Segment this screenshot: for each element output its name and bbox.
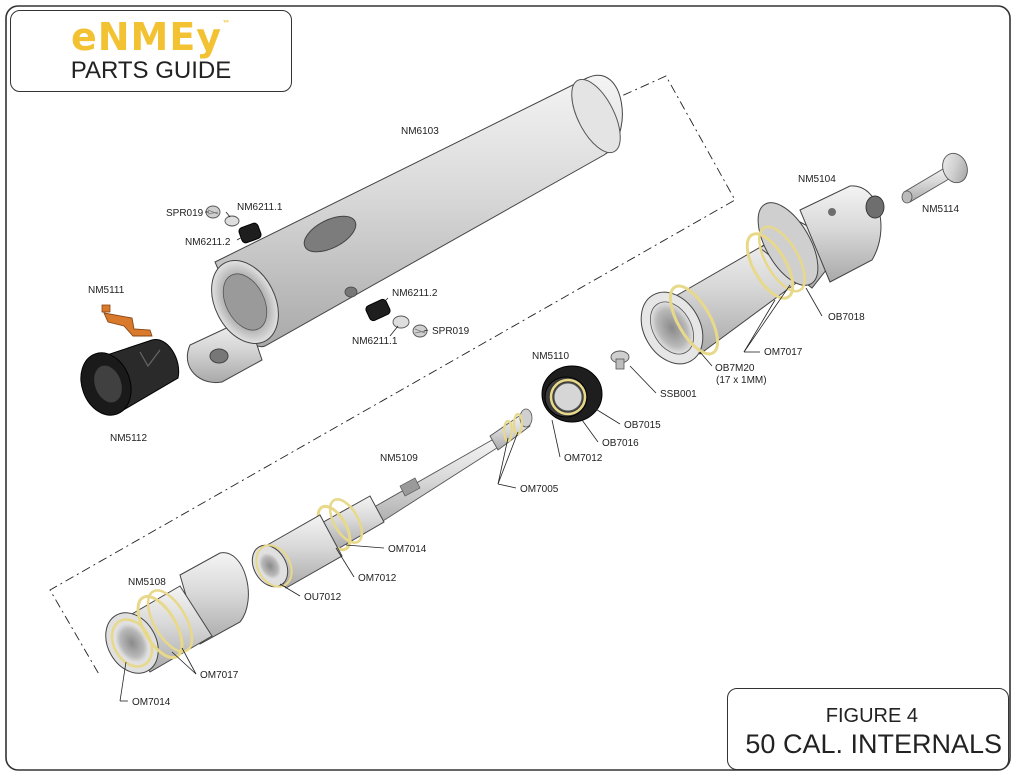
guide-title: PARTS GUIDE <box>70 57 232 84</box>
body-tube-nm6103 <box>186 74 623 384</box>
figure-number: FIGURE 4 <box>825 705 918 727</box>
label-ob7015: OB7015 <box>624 420 661 431</box>
label-nm5108: NM5108 <box>128 577 166 588</box>
label-nm5112: NM5112 <box>110 433 147 444</box>
page-border <box>5 5 1011 771</box>
rear-housing-nm5104 <box>640 185 885 365</box>
label-ssb001: SSB001 <box>660 389 697 400</box>
brand-logo: eNMEy™ <box>11 15 291 59</box>
label-ou7012: OU7012 <box>304 592 342 603</box>
leader-lines <box>119 211 823 702</box>
label-nm6211-2-bottom: NM6211.2 <box>392 288 438 299</box>
detent-housing-top-nm6211-2 <box>238 222 262 244</box>
label-nm5109: NM5109 <box>380 453 418 464</box>
label-spr019-top: SPR019 <box>166 208 204 219</box>
label-om7017-top: OM7017 <box>764 347 803 358</box>
label-nm6211-1-top: NM6211.1 <box>237 202 283 213</box>
detent-ball-top-nm6211-1 <box>224 215 240 227</box>
label-om7005: OM7005 <box>520 484 559 495</box>
figure-title: 50 CAL. INTERNALS <box>745 729 1002 759</box>
trademark-mark: ™ <box>222 19 232 28</box>
detent-ball-bottom-nm6211-1 <box>392 315 410 329</box>
detent-spring-bottom-spr019 <box>412 324 428 338</box>
trigger-spring-nm5111 <box>101 304 153 337</box>
front-housing-nm5108 <box>105 552 249 674</box>
sleeve-nm5112 <box>80 339 180 416</box>
label-nm5114: NM5114 <box>922 204 959 215</box>
label-nm5111: NM5111 <box>88 285 125 296</box>
label-nm5110: NM5110 <box>532 351 569 362</box>
label-nm6211-2-top: NM6211.2 <box>185 237 231 248</box>
label-ob7m20-size: (17 x 1MM) <box>716 375 767 386</box>
pin-nm5114 <box>901 152 968 204</box>
brand-name: eNMEy <box>70 15 223 59</box>
label-nm6211-1-bottom: NM6211.1 <box>352 336 398 347</box>
bolt-cap-nm5110 <box>541 365 603 423</box>
label-om7014-bottom: OM7014 <box>132 697 171 708</box>
screw-ssb001 <box>610 350 630 370</box>
assembly-bracket <box>49 75 736 677</box>
logo-box: eNMEy™ PARTS GUIDE <box>10 10 292 92</box>
label-spr019-bottom: SPR019 <box>432 326 470 337</box>
label-ob7018: OB7018 <box>828 312 865 323</box>
label-om7012-mid: OM7012 <box>358 573 397 584</box>
label-nm5104: NM5104 <box>798 174 836 185</box>
label-om7017-bottom: OM7017 <box>200 670 239 681</box>
label-om7014-mid: OM7014 <box>388 544 427 555</box>
bolt-stem-nm5109 <box>316 408 533 552</box>
label-ob7m20: OB7M20 <box>715 363 755 374</box>
label-nm6103: NM6103 <box>401 126 439 137</box>
detent-housing-bottom-nm6211-2 <box>365 298 391 322</box>
label-ob7016: OB7016 <box>602 438 639 449</box>
label-om7012-top: OM7012 <box>564 453 603 464</box>
figure-caption-box: FIGURE 4 50 CAL. INTERNALS <box>727 688 1009 770</box>
